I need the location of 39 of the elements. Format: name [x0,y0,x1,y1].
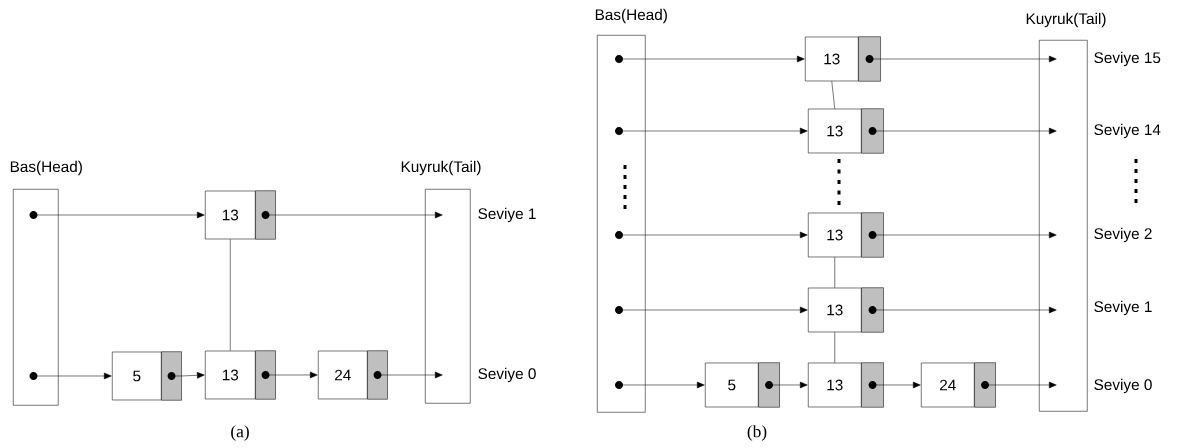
pointer-arrow [645,381,705,389]
column-heading: Kuyruk(Tail) [401,160,481,176]
list-element-box: 5 [705,362,780,408]
pointer-arrow [883,381,921,389]
list-element-box: 13 [205,350,276,400]
link-line [230,239,231,351]
figure-caption: (a) [231,425,249,441]
list-element-box: 13 [805,36,881,82]
pointer-arrow [645,55,805,63]
pointer-arrow [880,55,1057,63]
list-element-box: 5 [112,351,182,401]
pointer-arrow [883,127,1057,135]
list-element-box: 13 [808,108,884,154]
pointer-arrow [645,127,808,135]
link-line [834,332,836,363]
pointer-arrow [58,372,112,380]
pointer-arrow [883,306,1057,314]
pointer-arrow [181,372,205,379]
figure-caption: (b) [747,425,767,441]
pointer-arrow [883,231,1057,239]
pointer-arrow [58,211,205,219]
list-element-box: 13 [808,362,884,408]
list-element-box: 13 [808,212,884,258]
list-element-box: 24 [921,362,996,408]
pointer-arrow [387,371,443,379]
pointer-arrow [645,231,808,239]
column-heading: Kuyruk(Tail) [1026,12,1106,28]
column-heading: Bas(Head) [10,160,82,176]
pointer-arrow [275,371,318,379]
list-element-box: 24 [318,350,388,400]
list-element-box: 13 [808,287,884,333]
pointer-arrow [779,381,808,389]
list-element-box: 13 [205,190,276,240]
pointer-arrow [645,306,808,314]
column-heading: Bas(Head) [595,8,667,24]
pointer-arrow [275,211,443,219]
pointer-arrow [995,381,1057,389]
link-line [834,257,836,288]
link-line [831,81,836,109]
